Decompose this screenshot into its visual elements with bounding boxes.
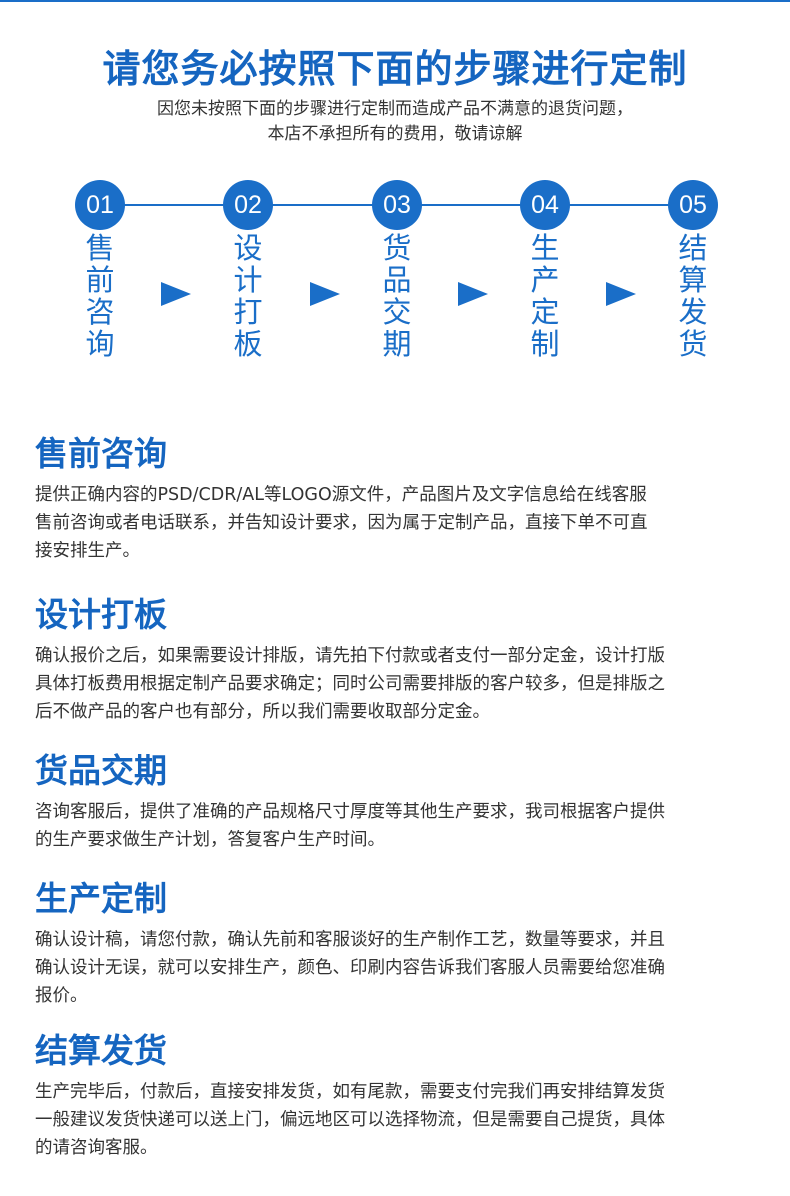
- section: 售前咨询提供正确内容的PSD/CDR/AL等LOGO源文件，产品图片及文字信息给…: [35, 433, 765, 565]
- step-name-char: 咨: [85, 295, 115, 329]
- step-name: 货品交期: [377, 232, 417, 360]
- section-title: 货品交期: [35, 751, 167, 790]
- section-body-line: 一般建议发货快递可以送上门，偏远地区可以选择物流，但是需要自己提货，具体: [35, 1110, 665, 1130]
- step-number-badge: 05: [668, 180, 718, 230]
- section-body-line: 报价。: [35, 986, 88, 1006]
- step-name-char: 交: [382, 295, 412, 329]
- step-name-char: 货: [382, 231, 412, 265]
- page-title: 请您务必按照下面的步骤进行定制: [102, 47, 688, 91]
- section-title: 结算发货: [35, 1031, 167, 1070]
- section-body: 提供正确内容的PSD/CDR/AL等LOGO源文件，产品图片及文字信息给在线客服…: [35, 481, 765, 565]
- arrow-right-icon: [161, 282, 191, 306]
- step-name: 结算发货: [673, 232, 713, 360]
- step-name-char: 发: [678, 295, 708, 329]
- subtitle-line-1: 因您未按照下面的步骤进行定制而造成产品不满意的退货问题，: [157, 99, 633, 119]
- step-name-char: 产: [530, 263, 560, 297]
- step-name-char: 定: [530, 295, 560, 329]
- arrow-right-icon: [309, 282, 340, 306]
- section-title: 设计打板: [35, 595, 167, 634]
- step-number-badge: 04: [520, 180, 570, 230]
- arrow-right-icon: [606, 282, 636, 306]
- step-name-char: 结: [678, 231, 708, 265]
- step-name-char: 板: [233, 327, 263, 361]
- section-body: 生产完毕后，付款后，直接安排发货，如有尾款，需要支付完我们再安排结算发货一般建议…: [35, 1078, 765, 1162]
- section-title: 售前咨询: [35, 434, 167, 473]
- step-name: 生产定制: [525, 232, 565, 360]
- section-body-line: 接安排生产。: [35, 541, 140, 561]
- arrow-right-icon: [458, 282, 488, 306]
- step-name-char: 生: [530, 231, 560, 265]
- section-body-line: 的请咨询客服。: [35, 1138, 158, 1158]
- step-number-badge: 03: [372, 180, 422, 230]
- step-name-char: 询: [85, 327, 115, 361]
- section-title: 生产定制: [35, 879, 167, 918]
- step-name-char: 售: [85, 231, 115, 265]
- section: 货品交期咨询客服后，提供了准确的产品规格尺寸厚度等其他生产要求，我司根据客户提供…: [35, 750, 765, 854]
- section-body-line: 确认设计稿，请您付款，确认先前和客服谈好的生产制作工艺，数量等要求，并且: [35, 930, 665, 950]
- section-body: 确认报价之后，如果需要设计排版，请先拍下付款或者支付一部分定金，设计打版具体打板…: [35, 642, 765, 726]
- section-body-line: 售前咨询或者电话联系，并告知设计要求，因为属于定制产品，直接下单不可直: [35, 513, 648, 533]
- section-body-line: 提供正确内容的PSD/CDR/AL等LOGO源文件，产品图片及文字信息给在线客服: [35, 485, 647, 505]
- top-divider: [0, 0, 790, 2]
- step-name-char: 算: [678, 263, 708, 297]
- section-body: 咨询客服后，提供了准确的产品规格尺寸厚度等其他生产要求，我司根据客户提供的生产要…: [35, 798, 765, 854]
- step-number-badge: 02: [223, 180, 273, 230]
- section: 结算发货生产完毕后，付款后，直接安排发货，如有尾款，需要支付完我们再安排结算发货…: [35, 1030, 765, 1162]
- step-name-char: 前: [85, 263, 115, 297]
- step-name-char: 设: [233, 231, 263, 265]
- section-body-line: 的生产要求做生产计划，答复客户生产时间。: [35, 830, 385, 850]
- step-name: 设计打板: [228, 232, 268, 360]
- section-body-line: 咨询客服后，提供了准确的产品规格尺寸厚度等其他生产要求，我司根据客户提供: [35, 802, 665, 822]
- section-body-line: 后不做产品的客户也有部分，所以我们需要收取部分定金。: [35, 702, 490, 722]
- step-name-char: 计: [233, 263, 263, 297]
- section-body: 确认设计稿，请您付款，确认先前和客服谈好的生产制作工艺，数量等要求，并且确认设计…: [35, 926, 765, 1010]
- step-name-char: 制: [530, 327, 560, 361]
- step-number-badge: 01: [75, 180, 125, 230]
- section: 生产定制确认设计稿，请您付款，确认先前和客服谈好的生产制作工艺，数量等要求，并且…: [35, 878, 765, 1010]
- section: 设计打板确认报价之后，如果需要设计排版，请先拍下付款或者支付一部分定金，设计打版…: [35, 594, 765, 726]
- step-name: 售前咨询: [80, 232, 120, 360]
- step-name-char: 货: [678, 327, 708, 361]
- section-body-line: 确认设计无误，就可以安排生产，颜色、印刷内容告诉我们客服人员需要给您准确: [35, 958, 665, 978]
- subtitle-line-2: 本店不承担所有的费用，敬请谅解: [267, 124, 523, 144]
- step-name-char: 品: [382, 263, 412, 297]
- step-name-char: 打: [233, 295, 263, 329]
- step-name-char: 期: [382, 327, 412, 361]
- section-body-line: 生产完毕后，付款后，直接安排发货，如有尾款，需要支付完我们再安排结算发货: [35, 1082, 665, 1102]
- section-body-line: 确认报价之后，如果需要设计排版，请先拍下付款或者支付一部分定金，设计打版: [35, 646, 665, 666]
- section-body-line: 具体打板费用根据定制产品要求确定；同时公司需要排版的客户较多，但是排版之: [35, 674, 665, 694]
